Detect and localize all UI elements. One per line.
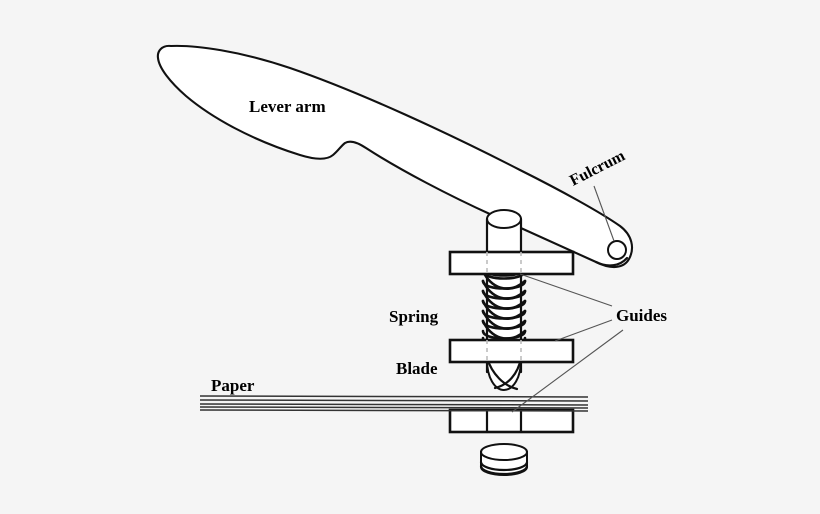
label-lever-arm: Lever arm xyxy=(249,97,326,116)
guide-plates-group xyxy=(448,250,575,434)
lever-arm-fulcrum-lobe xyxy=(594,256,629,267)
leader-lines-group xyxy=(511,185,624,413)
paper-sheet-line-5 xyxy=(199,409,589,412)
shaft-top-ellipse xyxy=(485,209,523,229)
paper-sheet-line-1 xyxy=(199,395,589,398)
label-spring: Spring xyxy=(389,307,439,326)
leader-guides-top xyxy=(519,273,613,307)
leader-guides-middle xyxy=(554,319,613,342)
fulcrum-hole xyxy=(607,240,627,260)
leader-guides-bottom xyxy=(511,329,624,413)
paper-sheet-line-4 xyxy=(199,406,589,409)
label-blade: Blade xyxy=(396,359,438,378)
label-guides: Guides xyxy=(616,306,667,325)
guide-plate-top xyxy=(448,250,575,276)
paper-sheet-line-3 xyxy=(199,403,589,406)
guide-plate-middle xyxy=(448,338,575,364)
paper-sheet-line-2 xyxy=(199,399,589,402)
anvil-disc-seam-2 xyxy=(479,464,529,476)
spring-front-strands xyxy=(481,269,527,340)
anvil-disc-group xyxy=(479,443,529,476)
anvil-disc-top xyxy=(480,443,528,461)
leader-fulcrum xyxy=(593,185,615,242)
paper-group xyxy=(199,395,589,412)
anvil-disc-seam-1 xyxy=(479,460,529,472)
blade-tip xyxy=(485,359,523,392)
guide-plate-bottom xyxy=(448,408,575,434)
label-paper: Paper xyxy=(211,376,255,395)
